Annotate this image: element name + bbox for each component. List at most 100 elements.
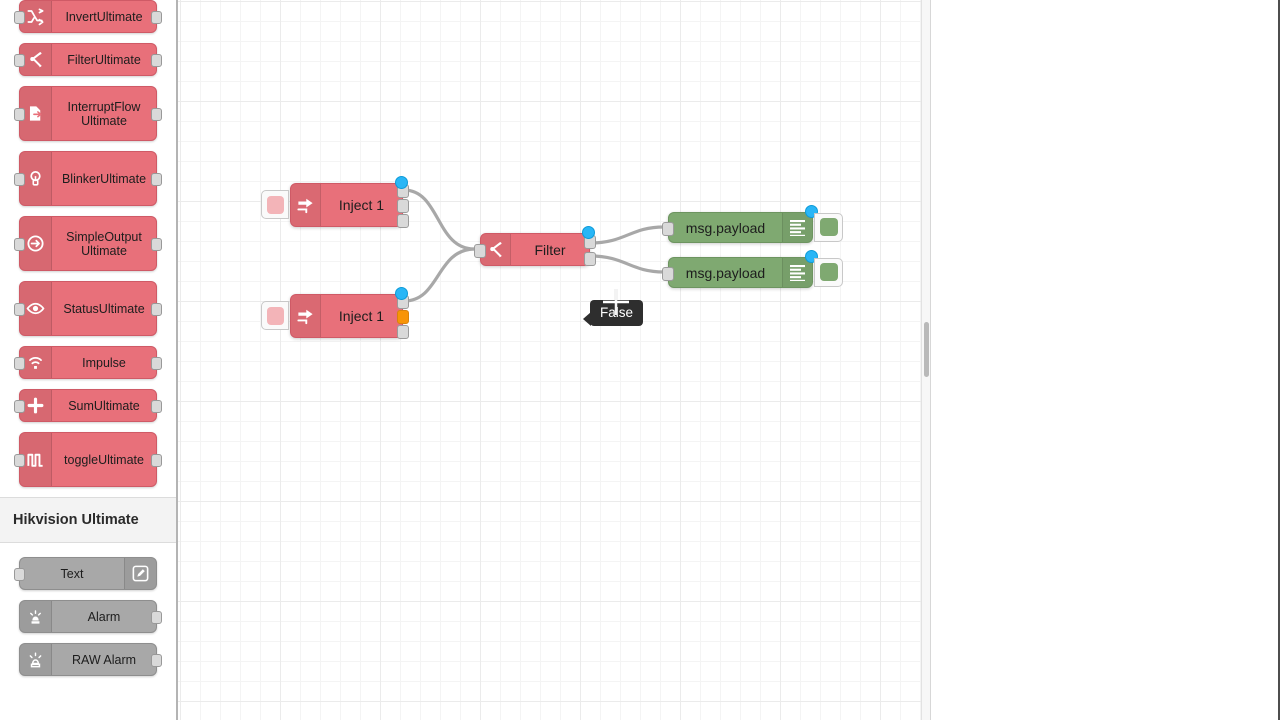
canvas-node-inject1[interactable]: Inject 1 <box>290 183 409 228</box>
palette-node-label: toggleUltimate <box>64 452 144 467</box>
canvas-node-debug2[interactable]: msg.payload <box>662 257 813 288</box>
mouse-crosshair-cursor <box>603 289 629 315</box>
node-output-port-2[interactable] <box>584 251 596 266</box>
palette-node-label: Text <box>60 566 84 581</box>
siren-alt-icon <box>29 652 42 668</box>
wire-filter-debug2 <box>588 254 666 274</box>
palette-node-interruptflow-ultimate[interactable]: InterruptFlow Ultimate <box>14 86 162 141</box>
node-output-port-2[interactable] <box>397 199 409 213</box>
canvas-grid <box>178 0 930 720</box>
canvas-node-label: msg.payload <box>685 264 766 281</box>
palette-node-output-port <box>151 453 162 467</box>
plus-icon <box>27 397 44 414</box>
palette-node-input-port <box>14 356 25 370</box>
pencil-square-icon <box>132 565 149 582</box>
palette-node-label: StatusUltimate <box>63 301 145 316</box>
lightbulb-icon <box>30 170 41 186</box>
inject-arrow-icon-wrap <box>291 295 321 337</box>
inject-trigger-glyph <box>266 195 284 214</box>
palette-node-input-port <box>14 399 25 413</box>
palette-node-label: SumUltimate <box>68 398 140 413</box>
palette-node-output-port <box>151 399 162 413</box>
signal-icon <box>29 356 42 369</box>
canvas-node-label: msg.payload <box>685 219 766 236</box>
palette-node-output-port <box>151 302 162 316</box>
palette-node-label: RAW Alarm <box>71 652 137 667</box>
fork-icon <box>30 52 42 68</box>
inject-trigger-glyph <box>266 306 284 325</box>
palette-group-header[interactable]: Hikvision Ultimate <box>0 497 176 543</box>
palette-node-label: SimpleOutput Ultimate <box>66 229 142 258</box>
node-output-port-2[interactable] <box>397 310 409 324</box>
canvas-node-filter1[interactable]: Filter <box>474 233 596 266</box>
fork-icon-wrap <box>481 234 511 265</box>
palette-node-output-port <box>151 237 162 251</box>
canvas-vertical-scrollbar[interactable] <box>921 0 930 720</box>
wire-layer <box>402 188 666 303</box>
palette-node-text[interactable]: Text <box>14 557 157 590</box>
node-output-port-3[interactable] <box>397 324 409 339</box>
inject-arrow-icon <box>297 309 313 324</box>
right-sidebar-panel[interactable] <box>930 0 1280 720</box>
eye-icon-wrap <box>20 282 52 335</box>
node-output-port-3[interactable] <box>397 213 409 228</box>
canvas-node-debug1[interactable]: msg.payload <box>662 212 813 243</box>
palette-node-toggleultimate[interactable]: toggleUltimate <box>14 432 162 487</box>
siren-alt-icon-wrap <box>20 644 52 675</box>
palette-node-impulse[interactable]: Impulse <box>14 346 162 379</box>
node-input-port[interactable] <box>662 266 674 281</box>
file-export-icon-wrap <box>20 87 52 140</box>
palette-node-invertultimate[interactable]: InvertUltimate <box>14 0 162 33</box>
flow-canvas[interactable]: Inject 1 Inject 1 Filter msg.payload msg.pay… <box>178 0 930 720</box>
inject-arrow-icon <box>297 198 313 213</box>
inject-trigger-button[interactable] <box>261 301 289 330</box>
palette-node-raw-alarm[interactable]: RAW Alarm <box>19 643 162 676</box>
debug-toggle-glyph <box>819 218 838 236</box>
palette-node-input-port <box>14 237 25 251</box>
palette-node-input-port <box>14 53 25 67</box>
palette-node-input-port <box>14 10 25 24</box>
square-wave-icon <box>27 453 43 467</box>
wire-inject1-filter <box>402 188 476 251</box>
node-status-indicator <box>395 287 408 300</box>
canvas-node-label: Filter <box>534 241 566 258</box>
debug-toggle-button[interactable] <box>814 212 843 242</box>
arrow-circle-icon-wrap <box>20 217 52 270</box>
eye-icon <box>26 302 45 315</box>
port-tooltip: False <box>582 300 644 326</box>
node-status-indicator <box>395 176 408 189</box>
palette-node-input-port <box>14 453 25 467</box>
palette-node-output-port <box>151 172 162 186</box>
fork-icon <box>490 242 502 258</box>
palette-node-input-port <box>14 107 25 121</box>
canvas-scrollbar-thumb[interactable] <box>924 322 929 377</box>
canvas-node-inject2[interactable]: Inject 1 <box>290 294 409 339</box>
node-input-port[interactable] <box>474 243 486 258</box>
palette-gap <box>0 543 176 557</box>
palette-node-sumultimate[interactable]: SumUltimate <box>14 389 162 422</box>
palette-group-header-label: Hikvision Ultimate <box>13 512 139 528</box>
palette-node-output-port <box>151 10 162 24</box>
node-input-port[interactable] <box>662 221 674 236</box>
debug-toggle-button[interactable] <box>814 257 843 287</box>
palette-node-label: FilterUltimate <box>67 52 141 67</box>
palette-node-simpleoutput-ultimate[interactable]: SimpleOutput Ultimate <box>14 216 162 271</box>
shuffle-icon-wrap <box>20 1 52 32</box>
palette-node-label: InvertUltimate <box>65 9 143 24</box>
palette-node-output-port <box>151 107 162 121</box>
debug-lines-icon <box>790 220 805 236</box>
palette-node-blinkerultimate[interactable]: BlinkerUltimate <box>14 151 162 206</box>
palette-node-alarm[interactable]: Alarm <box>19 600 162 633</box>
window-right-edge <box>1278 0 1280 720</box>
palette-node-label: InterruptFlow Ultimate <box>67 99 141 128</box>
palette-node-filterultimate[interactable]: FilterUltimate <box>14 43 162 76</box>
siren-icon-wrap <box>20 601 52 632</box>
palette-node-statusultimate[interactable]: StatusUltimate <box>14 281 162 336</box>
file-export-icon <box>29 106 42 121</box>
arrow-circle-icon <box>27 235 44 252</box>
node-status-indicator <box>582 226 595 239</box>
inject-trigger-button[interactable] <box>261 190 289 219</box>
palette-node-output-port <box>151 53 162 67</box>
